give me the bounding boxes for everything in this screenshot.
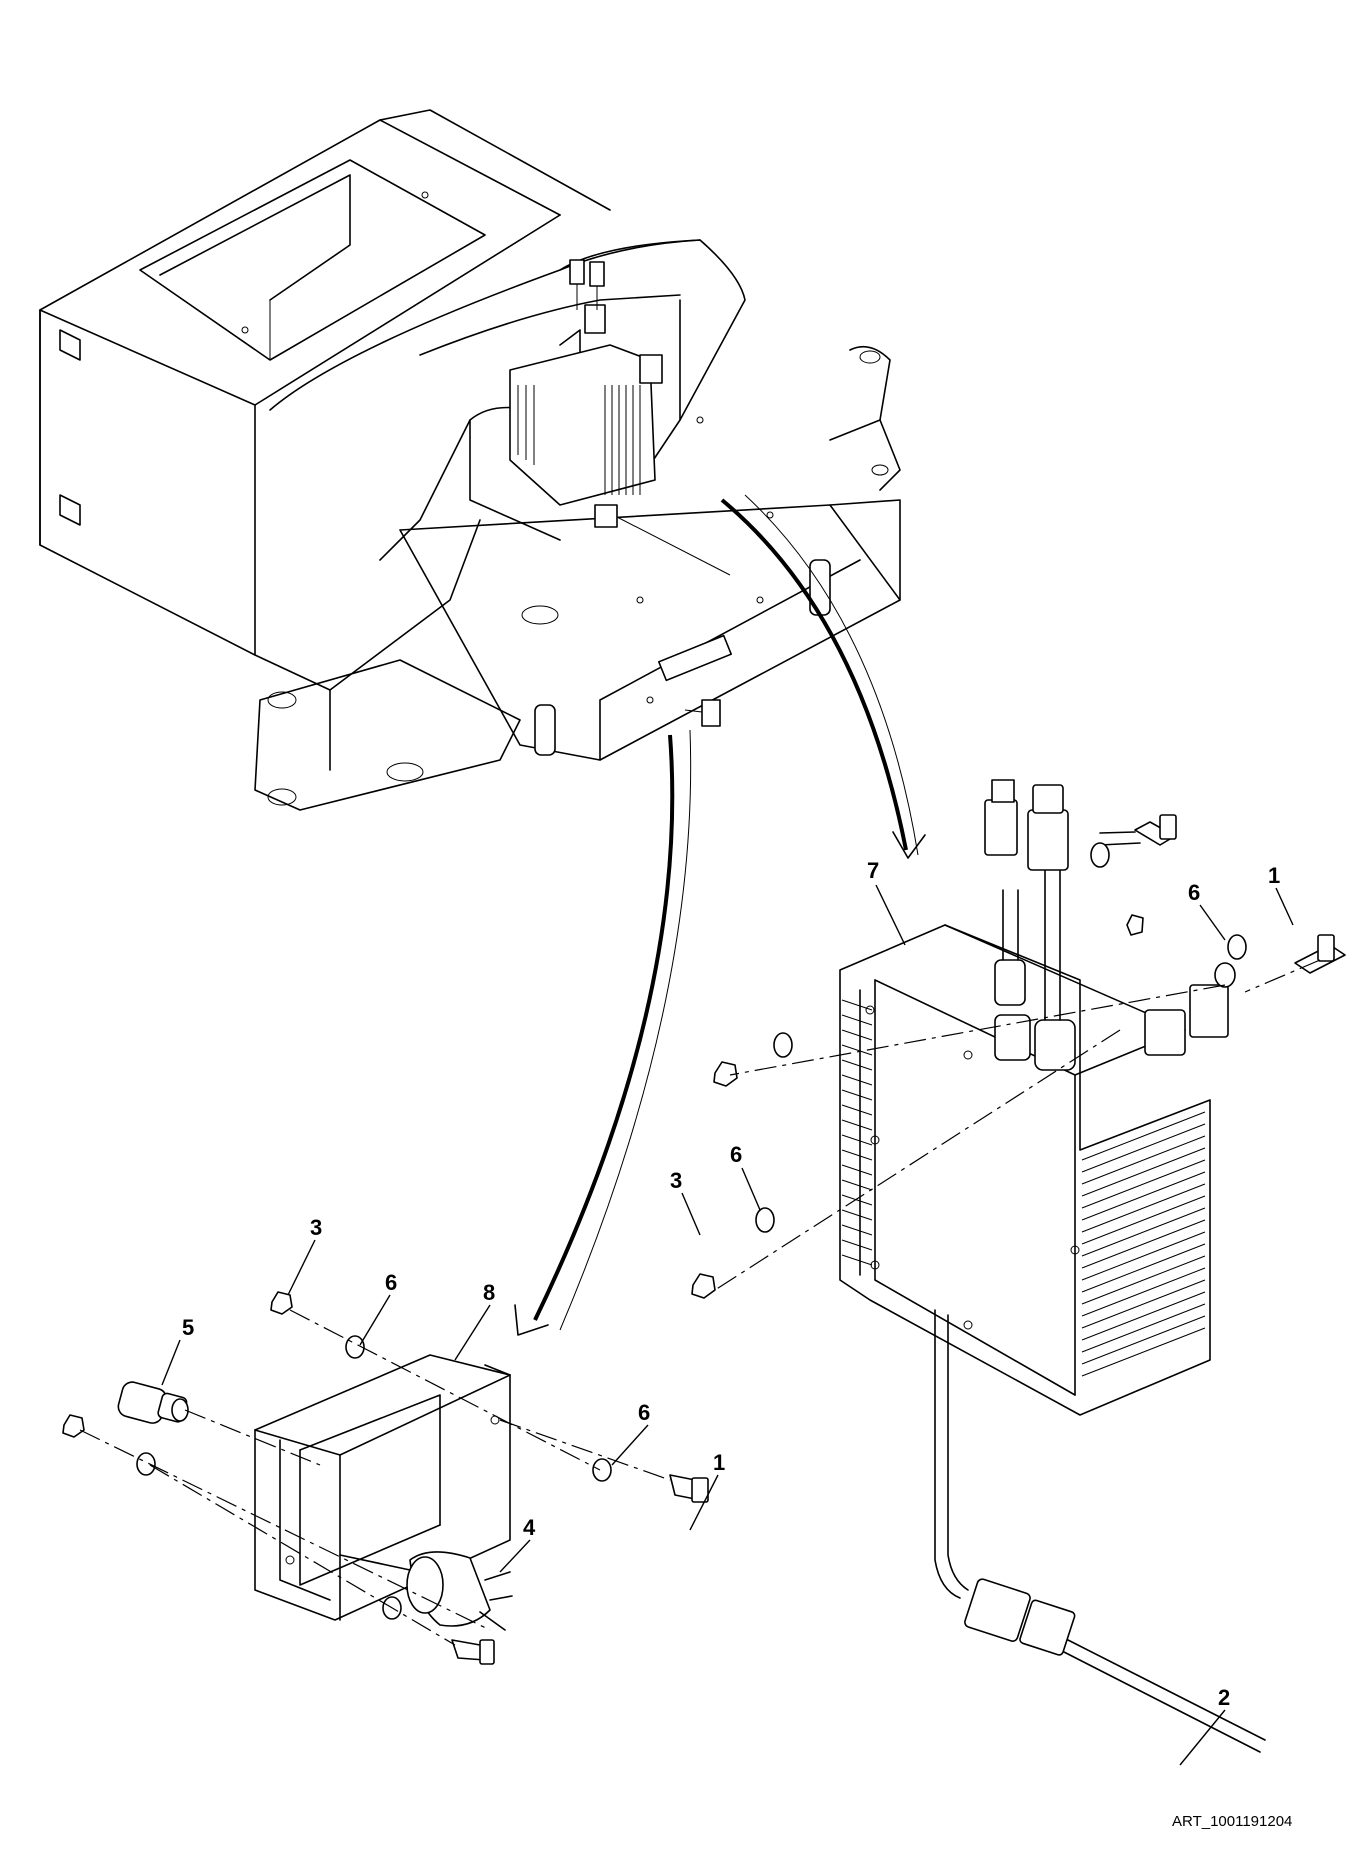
callout-6-top: 6 [1188,880,1200,905]
callout-5: 5 [182,1315,194,1340]
art-number: ART_1001191204 [1172,1813,1292,1830]
callout-2: 2 [1218,1685,1230,1710]
charger-hardware [691,814,1346,1299]
callout-1-bot: 1 [713,1450,725,1475]
callout-7: 7 [867,858,879,883]
installed-charger [509,259,731,727]
callout-3-mid: 3 [670,1168,682,1193]
power-inlet-plug [339,1551,513,1631]
callout-labels: 1 7 6 6 3 3 6 8 5 6 1 4 2 [182,858,1280,1710]
callout-3-left: 3 [310,1215,322,1240]
callout-4: 4 [523,1515,536,1540]
box-hardware [62,1291,709,1665]
callout-6-bot: 6 [638,1400,650,1425]
battery-charger [839,779,1266,1753]
callout-6-mid: 6 [730,1142,742,1167]
callout-6-left: 6 [385,1270,397,1295]
callout-8: 8 [483,1280,495,1305]
cable-gland [117,1381,189,1424]
chassis-frame [39,109,901,811]
transfer-arrows [514,494,926,1336]
callout-leaders [161,884,1294,1766]
callout-1-top: 1 [1268,863,1280,888]
